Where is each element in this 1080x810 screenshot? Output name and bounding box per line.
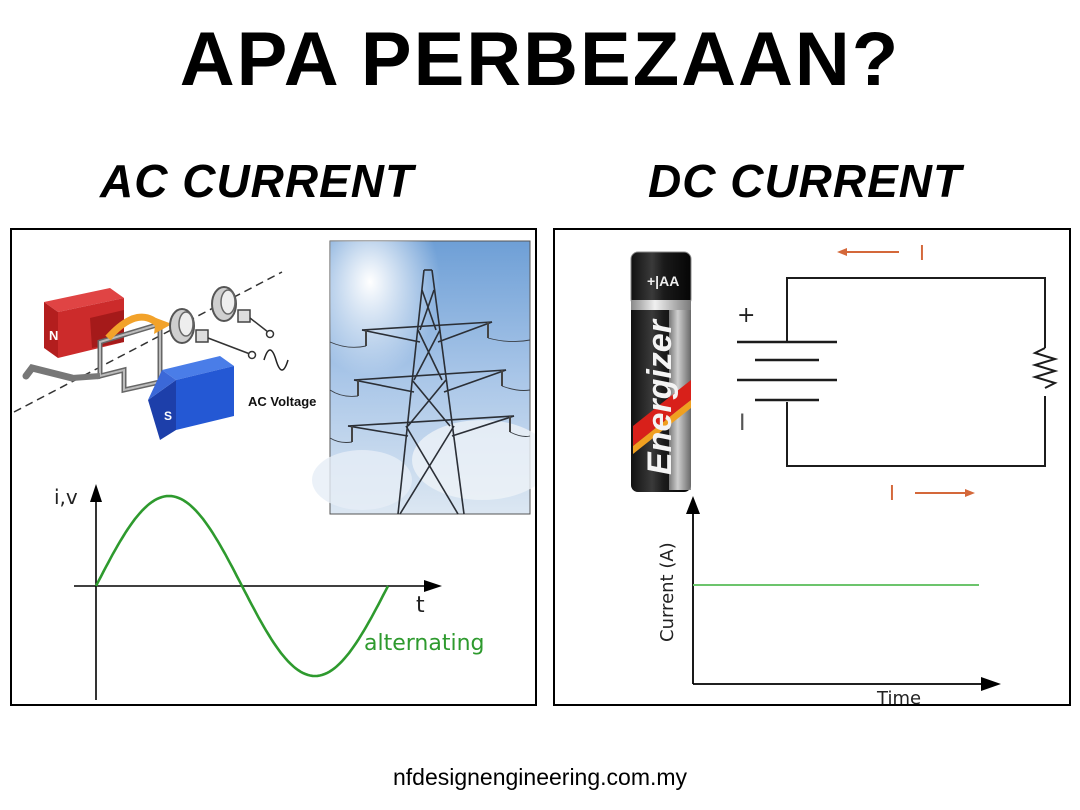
- plus-sign: +: [737, 303, 755, 328]
- y-axis-label: Current (A): [657, 542, 678, 642]
- terminal: [265, 329, 275, 339]
- circuit-wire-top: [786, 277, 1046, 348]
- circuit-wire-bottom: [786, 396, 1046, 467]
- current-arrow-top: I: [837, 241, 925, 265]
- current-label-top: I: [919, 241, 925, 265]
- battery-size-label: +|AA: [647, 273, 679, 289]
- x-axis-arrow: [424, 580, 442, 592]
- x-axis-label: Time: [876, 688, 921, 704]
- dc-current-graph: Current (A) Time: [657, 496, 1001, 704]
- y-axis-arrow: [686, 496, 700, 514]
- dc-heading: DC CURRENT: [648, 155, 963, 207]
- dc-illustration: +|AA Energizer + I I I: [630, 241, 1059, 704]
- ac-voltage-label: AC Voltage: [248, 394, 316, 409]
- terminal: [247, 350, 257, 360]
- y-axis-label: i,v: [54, 485, 78, 509]
- dc-panel: +|AA Energizer + I I I: [553, 228, 1071, 706]
- transmission-tower-photo: [312, 240, 535, 515]
- ac-heading: AC CURRENT: [100, 155, 415, 207]
- dc-circuit: [737, 277, 1059, 467]
- current-arrow-bottom: I: [889, 481, 975, 505]
- ac-illustration: N S: [13, 240, 535, 700]
- y-axis-arrow: [90, 484, 102, 502]
- footer-website: nfdesignengineering.com.my: [392, 764, 688, 790]
- page-title: APA PERBEZAAN?: [179, 17, 901, 102]
- current-label-bottom: I: [889, 481, 895, 505]
- rotation-axis: [13, 271, 283, 413]
- ac-waveform-graph: i,v t alternating: [54, 484, 484, 700]
- ac-panel: N S: [10, 228, 537, 706]
- sine-curve: [94, 494, 390, 678]
- north-label: N: [49, 328, 58, 343]
- x-axis-label: t: [416, 593, 425, 618]
- x-axis-arrow: [981, 677, 1001, 691]
- slip-rings: [169, 286, 251, 344]
- minus-sign: I: [739, 411, 746, 436]
- ac-generator-diagram: N S: [13, 271, 316, 440]
- resistor-symbol: [1031, 347, 1059, 389]
- crank-handle: [22, 364, 76, 382]
- south-label: S: [164, 409, 172, 423]
- curve-label: alternating: [364, 631, 484, 656]
- north-magnet: N: [44, 288, 124, 358]
- sine-wave-icon: [263, 349, 289, 371]
- battery-brand: Energizer: [641, 318, 679, 475]
- south-magnet: S: [148, 356, 234, 440]
- battery-image: +|AA Energizer: [630, 251, 692, 492]
